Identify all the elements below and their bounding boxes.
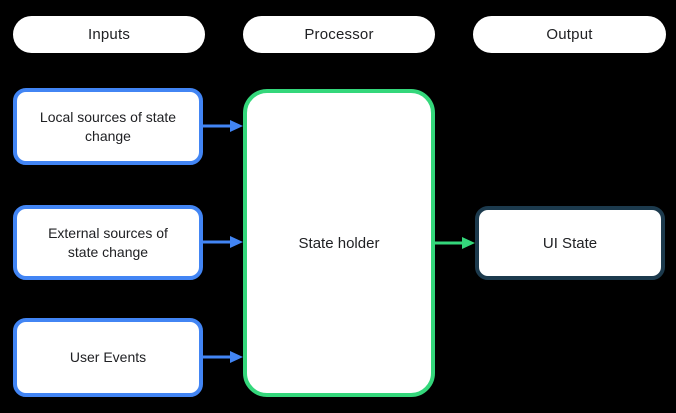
arrow-local-sources-to-state-holder — [203, 118, 243, 134]
right-arrow-icon — [203, 351, 243, 363]
output-box-ui-state: UI State — [475, 206, 665, 280]
header-pill-output: Output — [473, 16, 666, 53]
right-arrow-icon — [203, 236, 243, 248]
header-output-label: Output — [546, 26, 593, 43]
header-pill-inputs: Inputs — [13, 16, 205, 53]
input-box-user-events-label: User Events — [69, 349, 147, 366]
processor-box-state-holder: State holder — [243, 89, 435, 397]
header-pill-processor: Processor — [243, 16, 435, 53]
output-box-ui-state-label: UI State — [542, 234, 598, 252]
input-box-user-events: User Events — [13, 318, 203, 397]
header-inputs-label: Inputs — [87, 26, 131, 43]
right-arrow-icon — [435, 237, 475, 249]
input-box-external-sources: External sources of state change — [13, 205, 203, 280]
input-box-local-sources: Local sources of state change — [13, 88, 203, 165]
right-arrow-icon — [203, 120, 243, 132]
arrow-user-events-to-state-holder — [203, 349, 243, 365]
input-box-external-sources-label: External sources of state change — [48, 224, 168, 260]
arrow-external-sources-to-state-holder — [203, 234, 243, 250]
header-processor-label: Processor — [304, 26, 374, 43]
input-box-local-sources-label: Local sources of state change — [39, 108, 177, 144]
arrow-state-holder-to-ui-state — [435, 235, 475, 251]
processor-box-state-holder-label: State holder — [298, 234, 380, 252]
